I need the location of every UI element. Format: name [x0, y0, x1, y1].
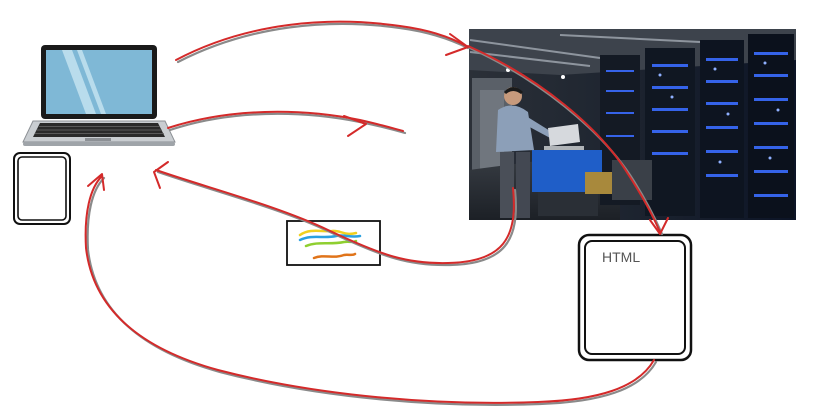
arrow-laptop-to-server-middle [167, 110, 407, 137]
laptop-icon [22, 45, 176, 146]
small-document-icon [13, 152, 71, 225]
html-document-label: HTML [602, 249, 640, 265]
server-room-photo [469, 29, 796, 220]
html-document-icon: HTML [577, 233, 693, 362]
arrow-html-to-small-document [84, 173, 658, 406]
scribble-card [286, 220, 381, 266]
arrow-server-to-laptop [153, 161, 517, 267]
arrows [84, 20, 669, 406]
arrow-server-to-html [467, 45, 669, 236]
arrow-laptop-to-server-top [175, 20, 470, 64]
